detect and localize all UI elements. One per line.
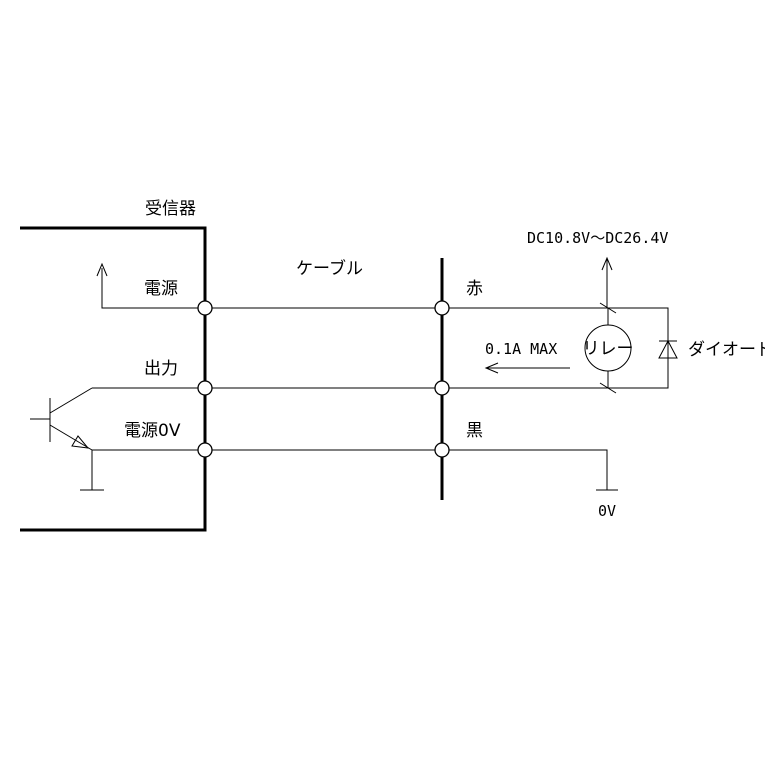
node-cable-black	[434, 442, 450, 458]
zero-volt-line	[92, 449, 618, 491]
receiver-box	[20, 226, 207, 532]
diode-symbol	[608, 307, 678, 389]
relay-label: リレー	[583, 339, 634, 359]
current-arrow	[484, 362, 570, 374]
transistor-symbol	[30, 387, 104, 491]
cable-label: ケーブル	[296, 258, 363, 279]
current-label: 0.1A MAX	[485, 340, 557, 358]
terminal-nodes	[197, 300, 450, 458]
node-receiver-output	[197, 380, 213, 396]
black-wire-label: 黒	[466, 421, 483, 441]
power-0v-label: 電源0V	[124, 421, 181, 441]
receiver-label: 受信器	[145, 199, 196, 219]
output-label: 出力	[144, 359, 178, 379]
power-label: 電源	[144, 279, 178, 299]
node-cable-red	[434, 300, 450, 316]
node-receiver-power	[197, 300, 213, 316]
red-wire-label: 赤	[466, 279, 483, 299]
ground-label: 0V	[598, 502, 616, 520]
diode-label: ダイオード	[688, 340, 765, 360]
node-receiver-0v	[197, 442, 213, 458]
node-cable-output	[434, 380, 450, 396]
supply-voltage-label: DC10.8V～DC26.4V	[527, 229, 668, 247]
supply-arrow	[601, 256, 613, 308]
